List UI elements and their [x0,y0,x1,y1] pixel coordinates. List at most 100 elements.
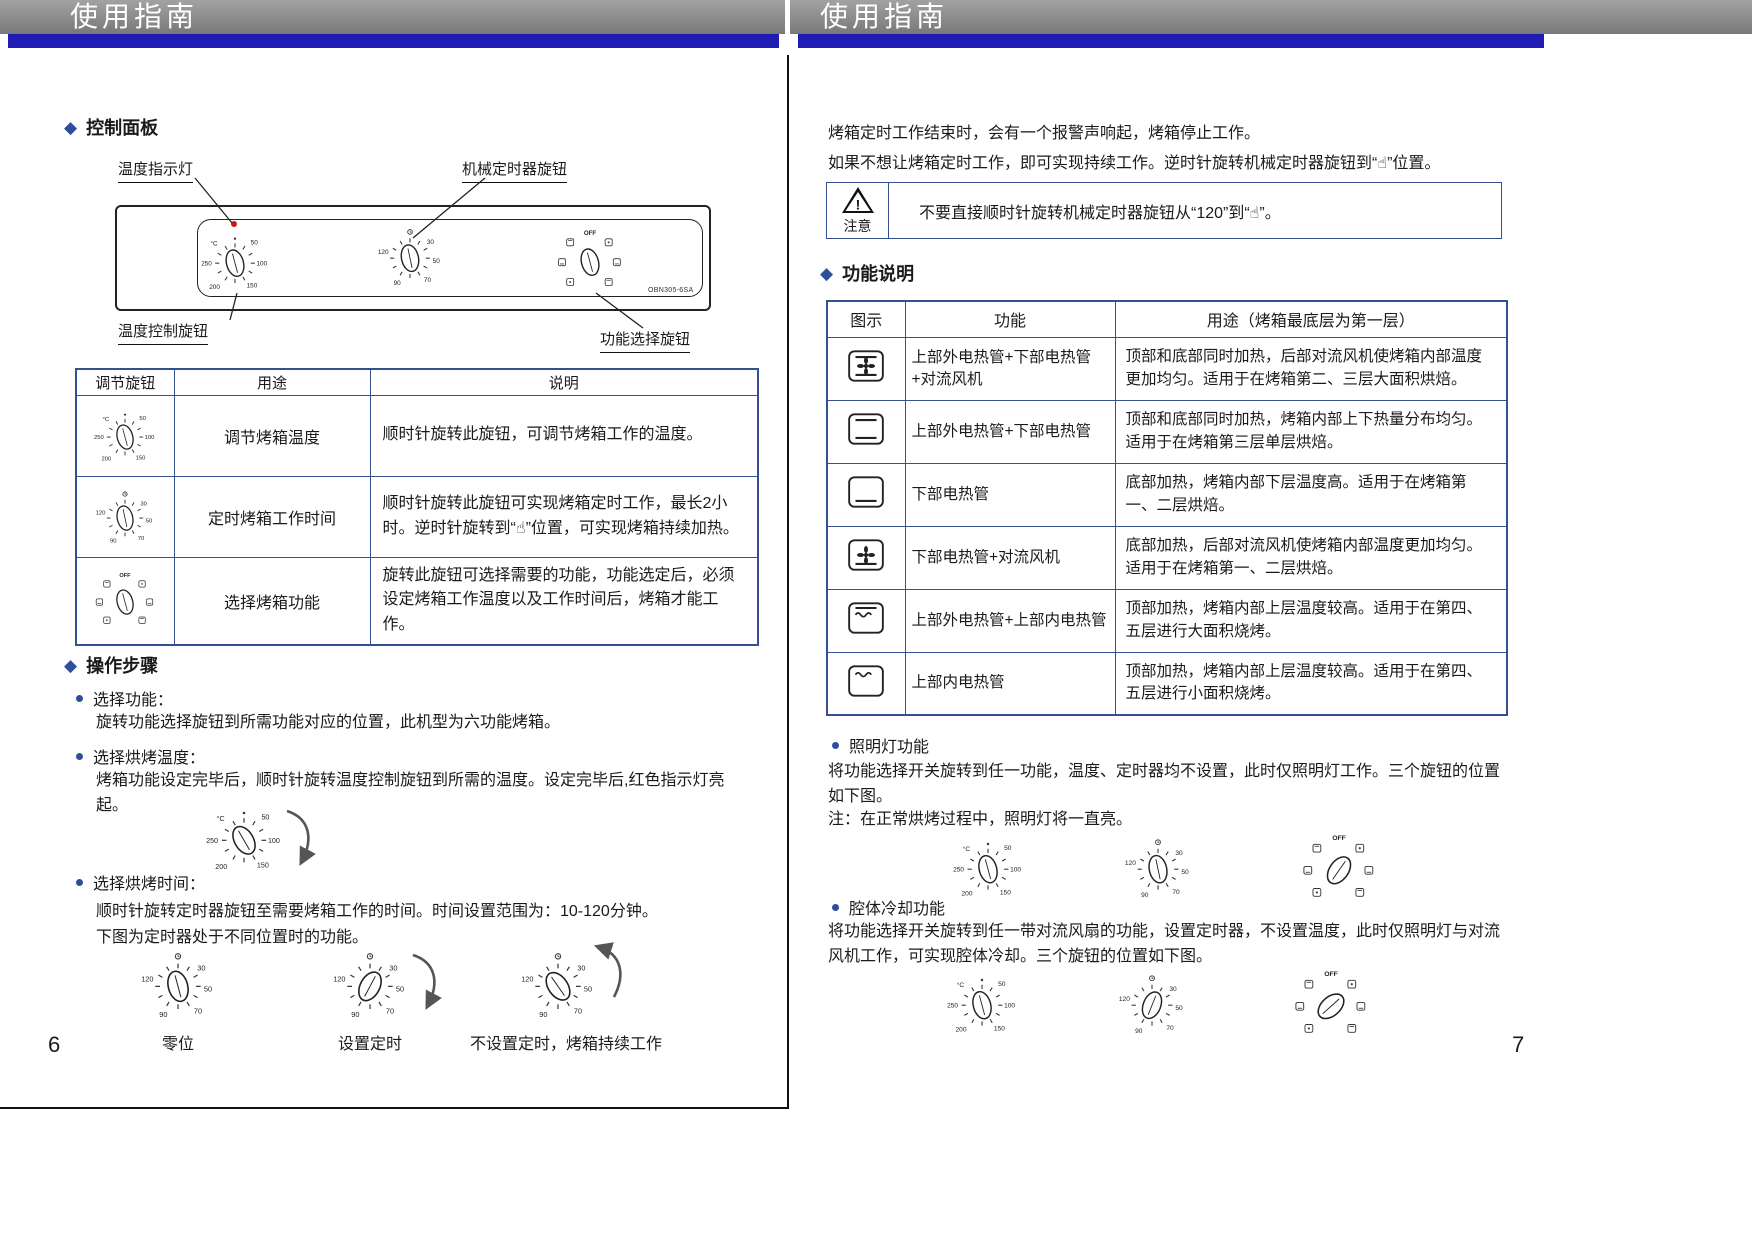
label-temp-control-knob: 温度控制旋钮 [118,320,209,345]
svg-text:OFF: OFF [120,573,132,579]
svg-text:100: 100 [1004,1003,1015,1010]
svg-text:100: 100 [268,837,280,845]
knob-desc: 顺时针旋转此旋钮，可调节烤箱工作的温度。 [369,394,759,477]
oven-mode-top-bottom-icon [846,413,886,451]
temp-indicator-light [231,221,237,227]
svg-text:90: 90 [351,1010,359,1019]
cooling-label: 腔体冷却功能 [849,901,946,918]
svg-text:250: 250 [953,867,964,874]
table-row: 下部电热管+对流风机 底部加热，后部对流风机使烤箱内部温度更加均匀。适用于在烤箱… [826,525,1508,590]
section-steps-label: 操作步骤 [86,656,159,676]
svg-text:30: 30 [197,963,205,972]
svg-text:30: 30 [577,963,585,972]
svg-text:90: 90 [1141,892,1149,899]
svg-text:°C: °C [210,240,218,248]
left-header-stripe [8,34,779,48]
function-use: 顶部和底部同时加热，后部对流风机使烤箱内部温度更加均匀。适用于在烤箱第二、三层大… [1114,336,1508,401]
svg-text:50: 50 [584,985,592,994]
step-text: 下图为定时器处于不同位置时的功能。 [96,929,369,946]
knob-use: 调节烤箱温度 [173,394,371,477]
svg-text:90: 90 [1135,1028,1143,1035]
svg-text:100: 100 [145,435,156,441]
svg-text:120: 120 [1125,860,1136,867]
left-page-bottom-edge [0,1107,789,1109]
svg-text:120: 120 [1119,996,1130,1003]
svg-text:90: 90 [110,538,117,544]
svg-text:OFF: OFF [1332,835,1346,842]
warning-text: 不要直接顺时针旋转机械定时器旋钮从“120”到“☝”。 [919,204,1281,222]
section-functions: ◆ 功能说明 [820,260,914,286]
lighting-note: 注：在正常烘烤过程中，照明灯将一直亮。 [828,811,1133,828]
table-row: 下部电热管 底部加热，烤箱内部下层温度高。适用于在烤箱第一、二层烘焙。 [826,462,1508,527]
svg-text:120: 120 [333,975,345,984]
step-select-function: 选择功能： [76,686,173,710]
function-use: 底部加热，后部对流风机使烤箱内部温度更加均匀。适用于在烤箱第一、二层烘焙。 [1114,525,1508,590]
col-use: 用途（烤箱最底层为第一层） [1114,300,1508,338]
cooling-function-knob: OFF [1292,966,1370,1044]
function-table: 图示 功能 用途（烤箱最底层为第一层） 上部外电热管+下部电热管+对流风机 顶部… [826,300,1508,716]
function-knob-icon: OFF [93,569,157,633]
rotate-cw-arrow [286,809,316,866]
svg-text:50: 50 [1175,1005,1183,1012]
svg-text:50: 50 [396,985,404,994]
svg-text:250: 250 [94,435,105,441]
svg-text:70: 70 [424,277,432,284]
step-label: 选择烘烤温度： [93,750,206,767]
rotate-ccw-arrow [594,942,622,998]
svg-text:50: 50 [1181,869,1189,876]
col-function: 功能 [904,300,1116,338]
step-label: 选择烘烤时间： [93,876,206,893]
svg-text:200: 200 [215,863,227,871]
svg-text:OFF: OFF [1324,971,1338,978]
right-header-bar: 使用指南 [790,0,1752,34]
step-text: 烤箱功能设定完毕后，顺时针旋转温度控制旋钮到所需的温度。设定完毕后,红色指示灯亮… [96,772,725,814]
svg-text:70: 70 [386,1007,394,1016]
svg-text:30: 30 [141,501,148,507]
svg-text:50: 50 [146,518,153,524]
control-panel-inner-outline [197,219,703,297]
lighting-function-title: 照明灯功能 [832,733,929,757]
oven-mode-top-bottom-fan-icon [846,350,886,388]
svg-text:°C: °C [957,981,965,989]
function-name: 上部外电热管+上部内电热管 [904,588,1116,653]
function-name: 上部外电热管+下部电热管 [904,399,1116,464]
step-label: 选择功能： [93,692,174,709]
table-row: 上部外电热管+上部内电热管 顶部加热，烤箱内部上层温度较高。适用于在第四、五层进… [826,588,1508,653]
right-page-number: 7 [1512,1032,1525,1057]
function-use: 顶部和底部同时加热，烤箱内部上下热量分布均匀。适用于在烤箱第三层单层烘焙。 [1114,399,1508,464]
lighting-function-knob: OFF [1300,830,1378,908]
diamond-icon: ◆ [64,655,78,675]
svg-text:50: 50 [998,981,1006,988]
bullet-icon [76,878,83,886]
section-control-panel-label: 控制面板 [86,118,159,138]
oven-mode-bottom-icon [846,476,886,514]
col-desc: 说明 [369,368,759,396]
function-name: 下部电热管+对流风机 [904,525,1116,590]
oven-mode-grill-outer-inner-icon [846,602,886,640]
svg-text:200: 200 [961,891,972,898]
knob-use: 选择烤箱功能 [173,556,371,646]
svg-text:70: 70 [1172,889,1180,896]
svg-text:30: 30 [1169,986,1177,993]
svg-text:90: 90 [394,280,402,287]
knob-desc: 顺时针旋转此旋钮可实现烤箱定时工作，最长2小时。逆时针旋转到“☝”位置，可实现烤… [369,475,759,558]
bullet-icon [832,741,839,749]
function-use: 顶部加热，烤箱内部上层温度较高。适用于在第四、五层进行小面积烧烤。 [1114,651,1508,716]
svg-text:30: 30 [427,239,435,246]
col-icon: 图示 [826,300,906,338]
page-divider [787,55,789,1109]
left-header-bar: 使用指南 [0,0,785,34]
bullet-icon [832,903,839,911]
svg-text:°C: °C [963,845,971,853]
label-temp-indicator: 温度指示灯 [118,158,194,183]
